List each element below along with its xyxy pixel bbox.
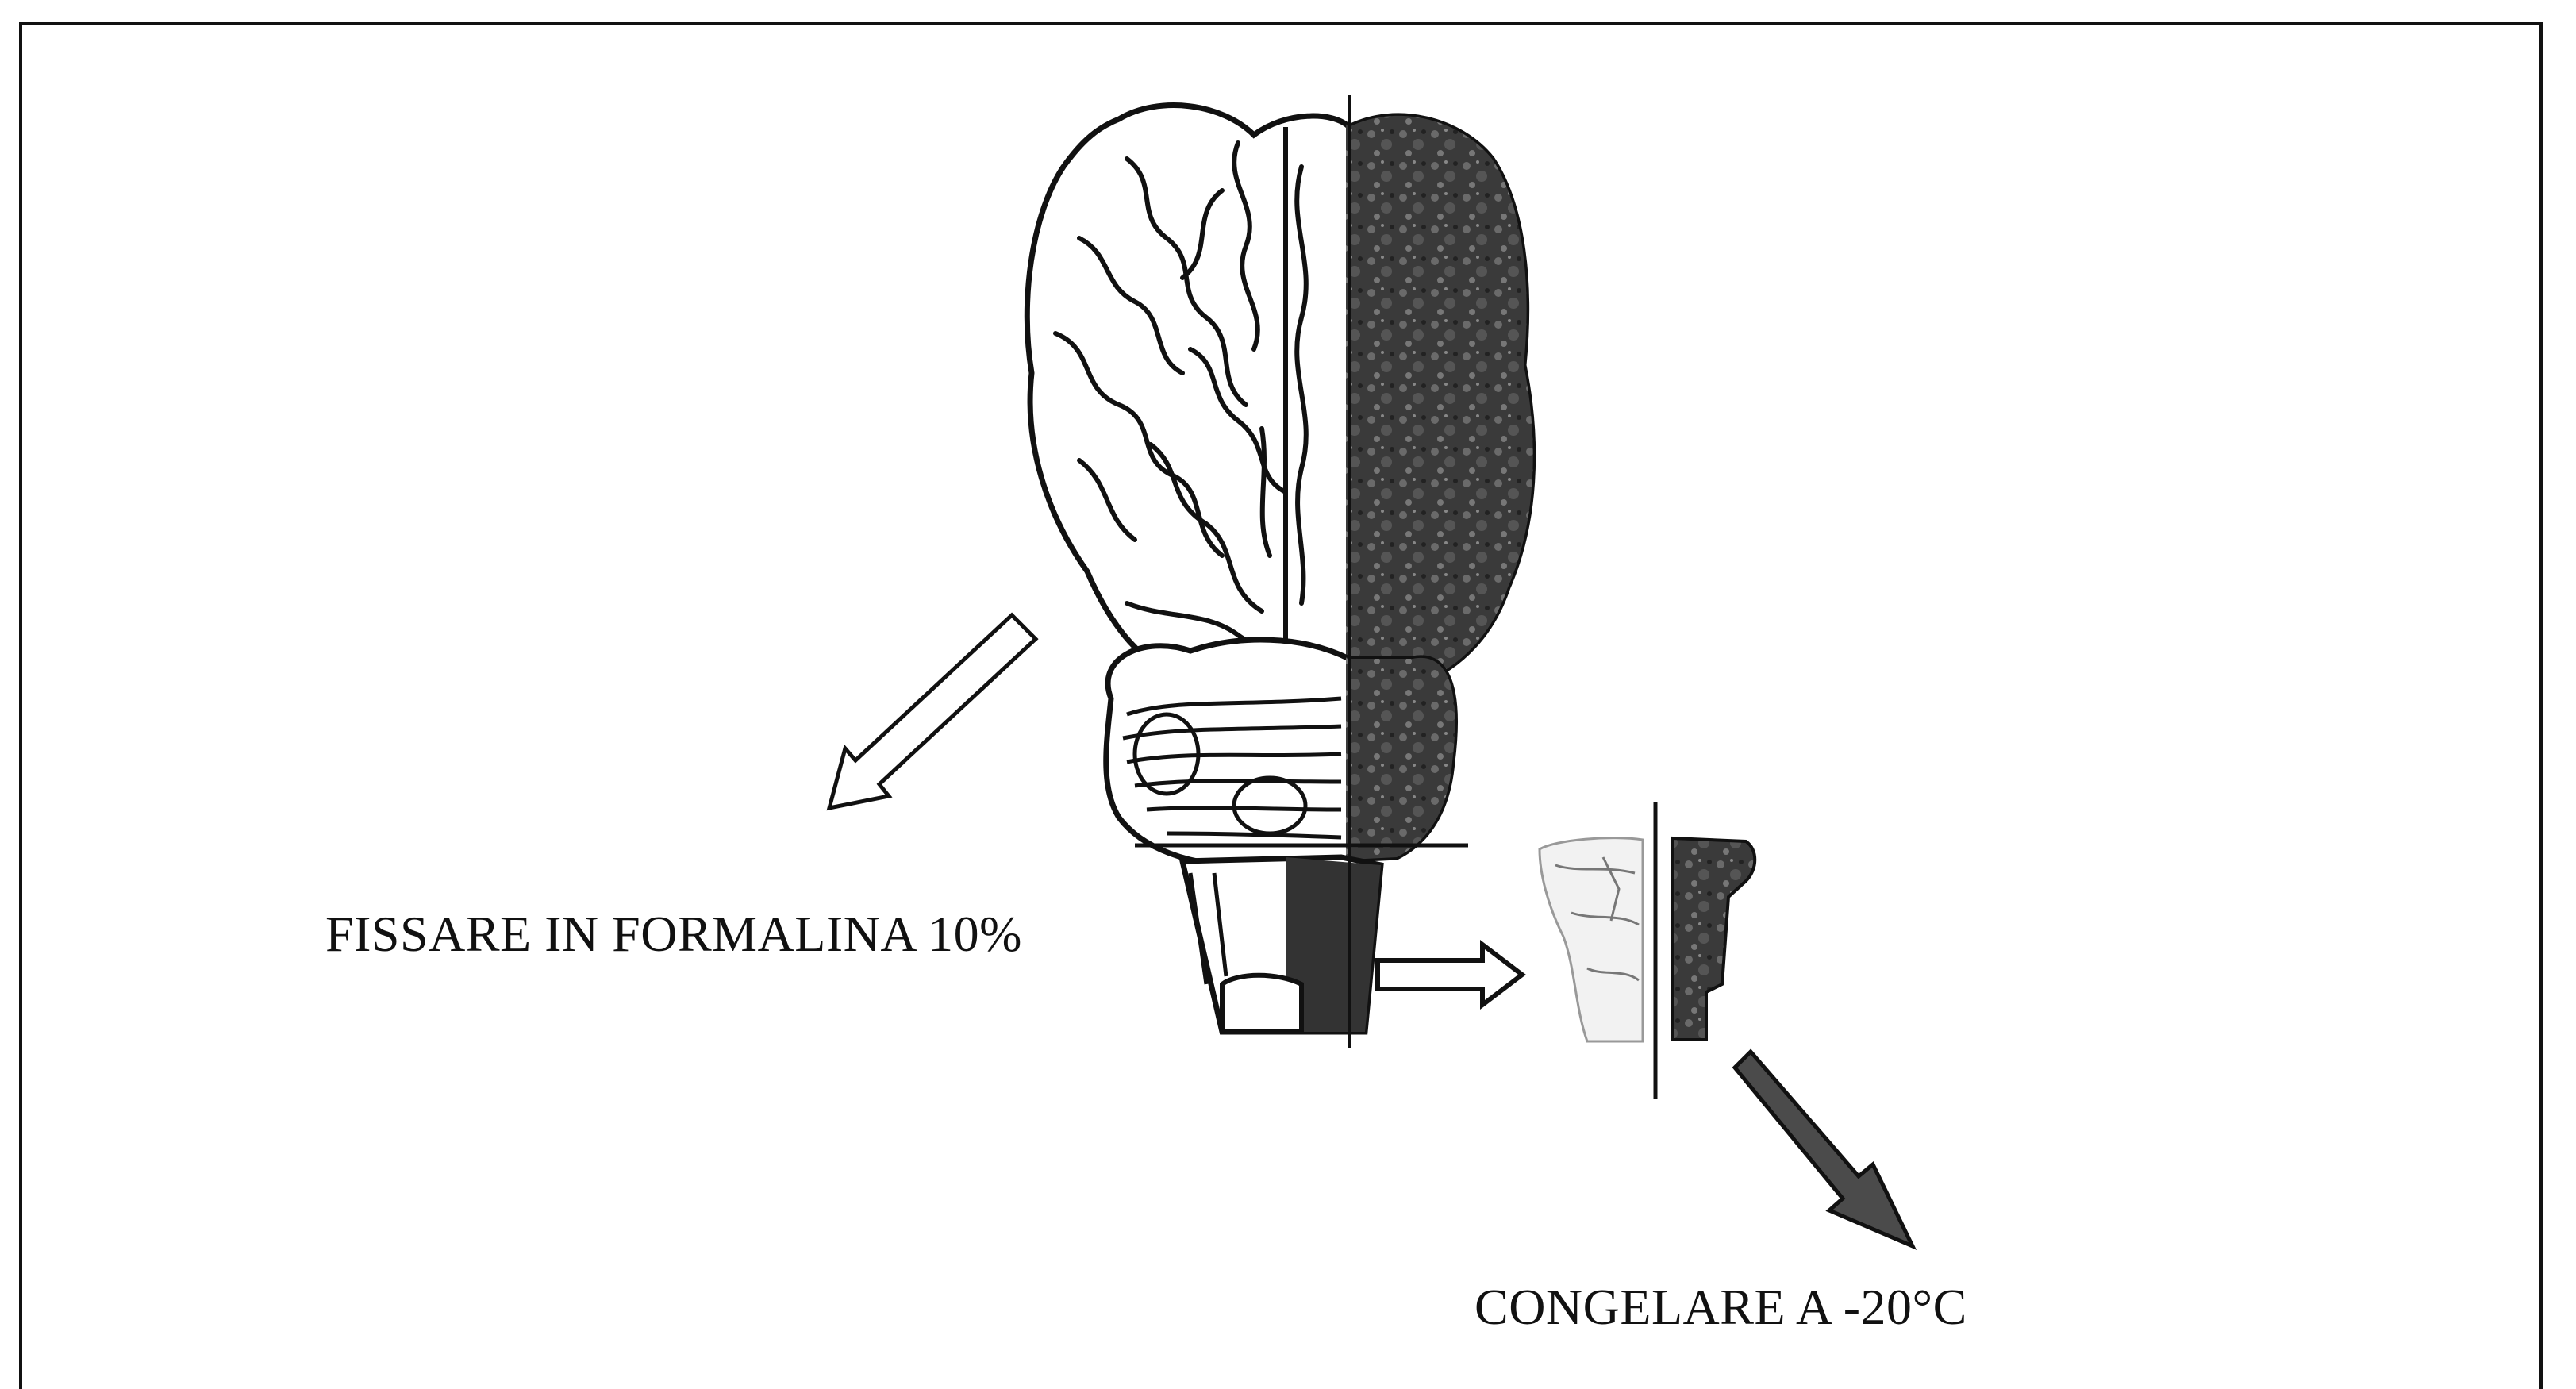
hollow-arrow-right (1378, 945, 1522, 1005)
fix-label: FISSARE IN FORMALINA 10% (325, 905, 1022, 964)
hollow-arrow-down-left (829, 615, 1036, 808)
brainstem-slice (1540, 802, 1755, 1099)
brain-illustration (1027, 95, 1532, 1048)
freeze-label: CONGELARE A -20°C (1474, 1278, 1967, 1337)
filled-arrow-down-right (1735, 1052, 1913, 1246)
